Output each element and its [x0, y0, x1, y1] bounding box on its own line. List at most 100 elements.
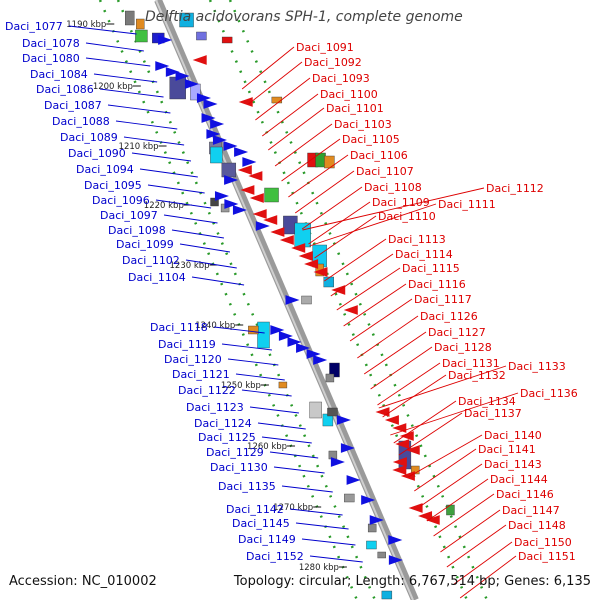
- right-gene-label: Daci_1147: [502, 504, 560, 517]
- left-label-connector: [241, 389, 292, 397]
- right-label-connector: [281, 138, 341, 182]
- left-gene-label: Daci_1088: [52, 115, 110, 128]
- forward-gene-arrow: [158, 35, 173, 45]
- right-label-connector: [308, 201, 371, 245]
- right-gene-label: Daci_1126: [420, 310, 478, 323]
- reverse-gene-arrow: [237, 165, 252, 175]
- reverse-gene-arrow: [313, 267, 328, 277]
- forward-gene-arrow: [234, 147, 249, 157]
- left-gene-label: Daci_1078: [22, 37, 80, 50]
- forward-gene-arrow: [296, 343, 311, 353]
- right-gene-label: Daci_1146: [496, 488, 554, 501]
- right-label-connector: [363, 331, 427, 375]
- left-gene-label: Daci_1080: [22, 52, 80, 65]
- left-gene-label: Daci_1125: [198, 431, 256, 444]
- forward-gene-arrow: [184, 79, 199, 89]
- gene-block: [325, 373, 335, 383]
- gene-block: [328, 450, 338, 460]
- left-gene-label: Daci_1152: [246, 550, 304, 563]
- left-gene-label: Daci_1135: [218, 480, 276, 493]
- left-gene-label: Daci_1098: [108, 224, 166, 237]
- right-gene-label: Daci_1127: [428, 326, 486, 339]
- left-label-connector: [261, 436, 312, 444]
- gene-block: [309, 401, 322, 419]
- right-label-connector: [420, 463, 483, 507]
- gene-block: [221, 36, 233, 44]
- left-label-connector: [221, 343, 272, 351]
- right-gene-label: Daci_1093: [312, 72, 370, 85]
- right-label-connector: [301, 186, 363, 230]
- forward-gene-arrow: [165, 67, 180, 77]
- left-label-connector: [171, 229, 225, 239]
- forward-gene-arrow: [313, 355, 328, 365]
- genome-title: Delftia acidovorans SPH-1, complete geno…: [145, 9, 463, 25]
- gene-block: [301, 295, 312, 305]
- kbp-tick-label: 1280 kbp: [299, 563, 339, 573]
- reverse-gene-arrow: [343, 305, 358, 315]
- left-label-connector: [179, 243, 231, 253]
- reverse-gene-arrow: [238, 97, 253, 107]
- kbp-tick-label: 1250 kbp: [221, 381, 261, 391]
- gene-block: [264, 187, 279, 203]
- right-label-connector: [294, 170, 355, 214]
- forward-gene-arrow: [196, 93, 211, 103]
- gene-block: [136, 18, 145, 30]
- left-gene-label: Daci_1142: [226, 503, 284, 516]
- left-gene-label: Daci_1120: [164, 353, 222, 366]
- forward-gene-arrow: [270, 325, 285, 335]
- left-label-connector: [115, 120, 178, 130]
- gene-block: [294, 222, 311, 248]
- reverse-gene-arrow: [392, 465, 407, 475]
- label-connectors: [68, 25, 519, 599]
- left-gene-label: Daci_1124: [194, 417, 252, 430]
- right-label-connector: [382, 374, 447, 418]
- right-gene-label: Daci_1148: [508, 519, 566, 532]
- right-gene-label: Daci_1114: [395, 248, 453, 261]
- left-gene-label: Daci_1130: [210, 461, 268, 474]
- right-gene-label: Daci_1107: [356, 165, 414, 178]
- left-label-connector: [123, 136, 185, 146]
- kbp-tick-label: 1220 kbp: [144, 201, 184, 211]
- left-label-connector: [281, 485, 333, 493]
- left-label-connector: [99, 88, 164, 98]
- right-label-connector: [393, 400, 457, 444]
- reverse-gene-arrow: [249, 193, 264, 203]
- right-gene-label: Daci_1133: [508, 360, 566, 373]
- right-label-connector: [302, 187, 485, 231]
- right-label-connector: [377, 362, 441, 406]
- left-label-connector: [68, 25, 137, 35]
- right-label-connector: [343, 283, 407, 327]
- left-gene-label: Daci_1077: [5, 20, 63, 33]
- forward-gene-arrow: [210, 119, 225, 129]
- right-label-connector: [357, 315, 419, 359]
- right-gene-label: Daci_1110: [378, 210, 436, 223]
- left-label-connector: [147, 184, 205, 194]
- reverse-gene-arrow: [263, 215, 278, 225]
- left-label-connector: [155, 199, 212, 209]
- left-label-connector: [85, 57, 151, 67]
- right-gene-label: Daci_1140: [484, 429, 542, 442]
- right-gene-label: Daci_1112: [486, 182, 544, 195]
- reverse-gene-arrow: [425, 515, 440, 525]
- left-gene-label: Daci_1090: [68, 147, 126, 160]
- kbp-tick-label: 1190 kbp: [66, 20, 106, 30]
- forward-gene-arrow: [388, 555, 403, 565]
- forward-gene-arrow: [214, 191, 229, 201]
- forward-gene-arrow: [203, 99, 218, 109]
- reverse-gene-arrow: [408, 503, 423, 513]
- left-gene-label: Daci_1129: [206, 446, 264, 459]
- kbp-tick-label: 1240 kbp: [195, 321, 235, 331]
- gene-block: [271, 96, 283, 104]
- right-gene-label: Daci_1151: [518, 550, 576, 563]
- kbp-tick-label: 1270 kbp: [273, 503, 313, 513]
- genome-summary: Topology: circular; Length: 6,767,514 bp…: [233, 574, 591, 589]
- forward-gene-arrow: [201, 113, 216, 123]
- right-gene-label: Daci_1108: [364, 181, 422, 194]
- left-label-connector: [213, 326, 265, 334]
- forward-gene-arrow: [306, 349, 321, 359]
- right-gene-label: Daci_1115: [402, 262, 460, 275]
- kbp-tick-label: 1210 kbp: [119, 142, 159, 152]
- right-gene-label: Daci_1131: [442, 357, 500, 370]
- right-gene-label: Daci_1117: [414, 293, 472, 306]
- forward-gene-arrow: [175, 71, 190, 81]
